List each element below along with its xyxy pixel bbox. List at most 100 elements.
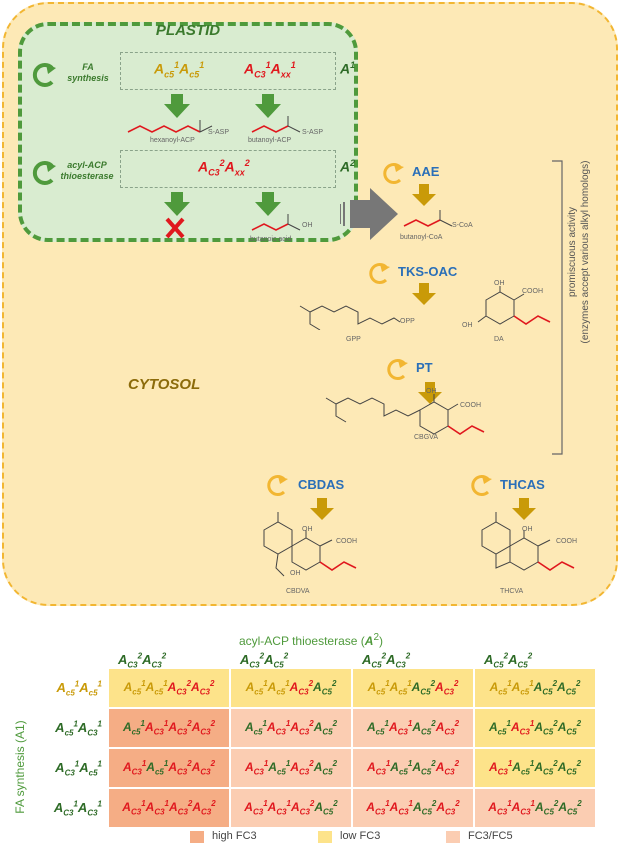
legend-label: FC3/FC5 <box>468 830 513 842</box>
enzyme-aae: AAE <box>412 164 440 179</box>
circular-arrow-icon <box>369 263 390 284</box>
cbgva-oh-label: OH <box>426 388 437 395</box>
down-arrow-icon <box>310 498 334 520</box>
a1-gene-box <box>120 52 336 90</box>
table-row-header: Ac51AC31 <box>55 720 102 738</box>
thcva-oh-label: OH <box>522 526 533 533</box>
note-line-2: (enzymes accept various alkyl homologs) <box>580 160 591 344</box>
promiscuity-bracket <box>552 160 563 455</box>
opp-label: OPP <box>400 318 415 325</box>
cbgva-structure <box>325 394 485 435</box>
cbdva-cooh-label: COOH <box>336 538 357 545</box>
enzyme-pt: PT <box>416 360 433 375</box>
a1-allele-c5: Ac51Ac51 <box>154 60 205 80</box>
export-arrow-icon <box>340 188 398 240</box>
circular-arrow-icon <box>32 63 56 87</box>
cbgva-label: CBGVA <box>414 434 438 441</box>
ssasp-label: S-ASP <box>208 129 230 136</box>
blocked-x-icon <box>165 217 185 239</box>
legend-swatch <box>446 831 460 843</box>
thcva-cooh-label: COOH <box>556 538 577 545</box>
a2-locus-label: A2 <box>340 158 356 175</box>
circular-arrow-icon <box>471 475 492 496</box>
table-col-header: AC32AC52 <box>240 652 289 670</box>
butanoyl-coa-label: butanoyl-CoA <box>400 234 443 241</box>
table-col-header: AC52AC52 <box>484 652 533 670</box>
note-line-1: promiscuous activity <box>567 206 578 298</box>
table-title: acyl-ACP thioesterase (A2) <box>238 632 384 648</box>
cbdva-structure <box>263 512 357 577</box>
circular-arrow-icon <box>383 163 404 184</box>
da-cooh-label: COOH <box>522 288 543 295</box>
oh-label: OH <box>302 222 313 229</box>
cytosol-title: CYTOSOL <box>128 376 201 393</box>
butanoic-acid-label: butanoic acid <box>250 236 292 243</box>
table-row-header: AC31Ac51 <box>55 760 102 778</box>
butanoyl-acp-label: butanoyl-ACP <box>248 137 292 144</box>
circular-arrow-icon <box>387 359 408 380</box>
down-arrow-icon <box>164 192 190 216</box>
table-col-header: AC32AC32 <box>118 652 167 670</box>
enzyme-tks-oac: TKS-OAC <box>398 264 458 279</box>
hexanoyl-acp-structure <box>127 120 213 133</box>
enzyme-cbdas: CBDAS <box>298 477 345 492</box>
down-arrow-icon <box>164 94 190 118</box>
plastid-title: PLASTID <box>155 22 221 39</box>
butanoyl-coa-structure <box>403 210 453 227</box>
gpp-label: GPP <box>346 336 361 343</box>
da-label: DA <box>494 336 504 343</box>
da-oh-label: OH <box>462 322 473 329</box>
down-arrow-icon <box>412 184 436 206</box>
down-arrow-icon <box>418 382 442 404</box>
circular-arrow-icon <box>267 475 288 496</box>
down-arrow-icon <box>255 192 281 216</box>
table-row-header: Ac51Ac51 <box>56 680 103 698</box>
enzyme-thcas: THCAS <box>500 477 545 492</box>
a2-gene-box <box>120 150 336 188</box>
down-arrow-icon <box>512 498 536 520</box>
legend-swatch <box>190 831 204 843</box>
da-structure <box>477 286 551 325</box>
promiscuous-activity-note: promiscuous activity (enzymes accept var… <box>566 122 592 382</box>
da-oh-label: OH <box>494 280 505 287</box>
a1-allele-c3: AC31Axx1 <box>244 60 296 80</box>
a2-allele: AC32Axx2 <box>198 158 250 178</box>
a1-locus-label: A1 <box>340 60 356 77</box>
butanoyl-acp-structure <box>251 116 301 133</box>
scoa-label: S-CoA <box>452 222 473 229</box>
cbgva-cooh-label: COOH <box>460 402 481 409</box>
cbdva-oh-label: OH <box>302 526 313 533</box>
ssasp-label: S-ASP <box>302 129 324 136</box>
thcva-structure <box>481 512 575 571</box>
down-arrow-icon <box>255 94 281 118</box>
row-axis-label: FA synthesis (A1) <box>13 720 27 814</box>
gpp-structure <box>299 305 401 330</box>
down-arrow-icon <box>412 283 436 305</box>
table-row-header: AC31AC31 <box>53 800 102 818</box>
legend-label: high FC3 <box>212 830 257 842</box>
plastid-compartment <box>18 22 358 242</box>
legend-label: low FC3 <box>340 830 381 842</box>
butanoic-acid-structure <box>251 214 301 231</box>
cbdva-oh-label: OH <box>290 570 301 577</box>
cbdva-label: CBDVA <box>286 588 310 595</box>
circular-arrow-icon <box>32 161 56 185</box>
hexanoyl-acp-label: hexanoyl-ACP <box>150 137 195 144</box>
